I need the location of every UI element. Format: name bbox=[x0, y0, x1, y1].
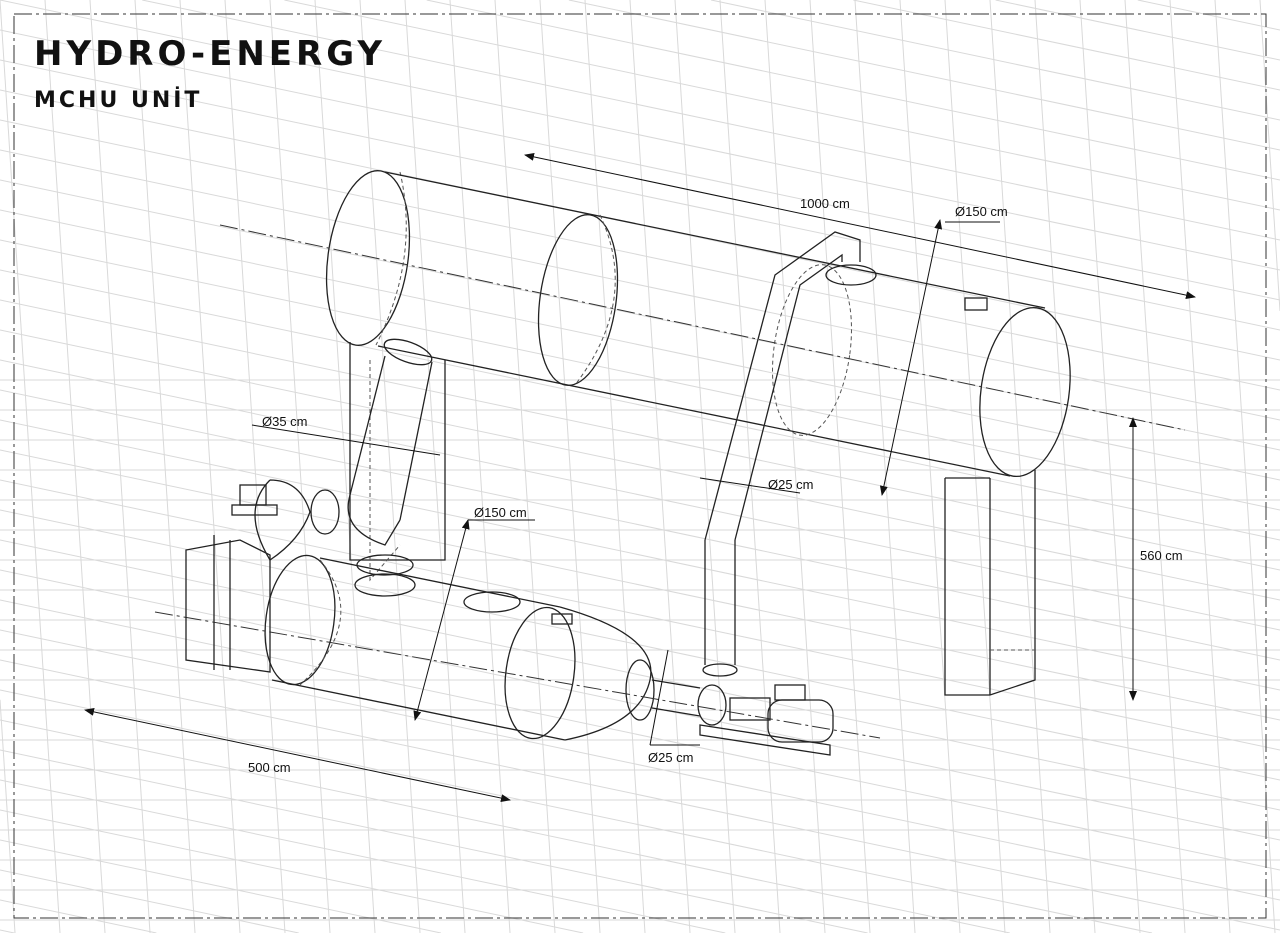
grid-line bbox=[1124, 0, 1186, 933]
grid-line bbox=[0, 269, 1280, 541]
grid-line bbox=[0, 699, 16, 933]
right-support bbox=[944, 470, 1036, 696]
grid-line bbox=[674, 0, 736, 933]
grid-line bbox=[449, 0, 511, 933]
grid-line bbox=[0, 389, 1280, 661]
grid-line bbox=[0, 539, 1280, 811]
grid-line bbox=[854, 0, 916, 933]
grid-line bbox=[0, 299, 1280, 571]
grid-line bbox=[989, 0, 1051, 933]
pump-assembly bbox=[651, 679, 834, 756]
dimension-lines bbox=[84, 152, 1196, 803]
grid-line bbox=[426, 0, 1280, 181]
grid-line bbox=[0, 569, 1280, 841]
grid-line bbox=[89, 0, 151, 933]
dim-pump-pipe-diameter: Ø25 cm bbox=[648, 750, 694, 765]
grid-line bbox=[0, 869, 299, 933]
drawing-subtitle: MCHU UNİT bbox=[34, 88, 203, 113]
grid-line bbox=[1034, 0, 1096, 933]
grid-line bbox=[629, 0, 691, 933]
grid-line bbox=[0, 239, 1280, 511]
dim-lower-tank-length: 500 cm bbox=[248, 760, 291, 775]
dim-lower-tank-diameter: Ø150 cm bbox=[474, 505, 527, 520]
grid-line bbox=[584, 0, 646, 933]
grid-line bbox=[0, 749, 868, 933]
inlet-pipe bbox=[231, 338, 433, 597]
grid-line bbox=[0, 509, 1280, 781]
grid-line bbox=[269, 0, 331, 933]
drawing-title: HYDRO-ENERGY bbox=[34, 34, 386, 74]
grid-line bbox=[1137, 0, 1280, 31]
grid-line bbox=[0, 899, 157, 933]
dim-top-tank-length: 1000 cm bbox=[800, 196, 850, 211]
grid-line bbox=[0, 0, 61, 933]
grid-line bbox=[404, 0, 466, 933]
grid-line bbox=[568, 0, 1280, 151]
grid-line bbox=[0, 839, 442, 933]
grid-line bbox=[1259, 0, 1280, 312]
grid-line bbox=[1214, 0, 1276, 933]
dim-support-height: 560 cm bbox=[1140, 548, 1183, 563]
grid-line bbox=[853, 0, 1280, 91]
grid-line bbox=[0, 209, 1280, 481]
grid-line bbox=[494, 0, 556, 933]
grid-line bbox=[179, 0, 241, 933]
grid-line bbox=[284, 0, 1280, 211]
grid-line bbox=[0, 479, 1280, 751]
left-support bbox=[349, 342, 446, 582]
grid-line bbox=[809, 0, 871, 933]
dim-inlet-pipe-diameter: Ø35 cm bbox=[262, 414, 308, 429]
grid-line bbox=[0, 359, 1280, 631]
drawing-frame bbox=[13, 13, 1267, 919]
grid-line bbox=[0, 599, 1280, 871]
grid-line bbox=[539, 0, 601, 933]
dim-riser-pipe-diameter: Ø25 cm bbox=[768, 477, 814, 492]
grid-line bbox=[0, 419, 1280, 691]
lower-tank bbox=[154, 535, 881, 741]
grid-line bbox=[0, 809, 584, 933]
grid-line bbox=[710, 0, 1280, 121]
grid-line bbox=[995, 0, 1280, 61]
grid-line bbox=[0, 779, 726, 933]
grid-line bbox=[134, 0, 196, 933]
grid-line bbox=[0, 329, 1280, 601]
grid-line bbox=[0, 629, 1280, 901]
grid-line bbox=[0, 449, 1280, 721]
grid-line bbox=[0, 689, 1153, 933]
dim-top-tank-diameter: Ø150 cm bbox=[955, 204, 1008, 219]
grid-line bbox=[224, 0, 286, 933]
grid-line bbox=[0, 659, 1280, 931]
